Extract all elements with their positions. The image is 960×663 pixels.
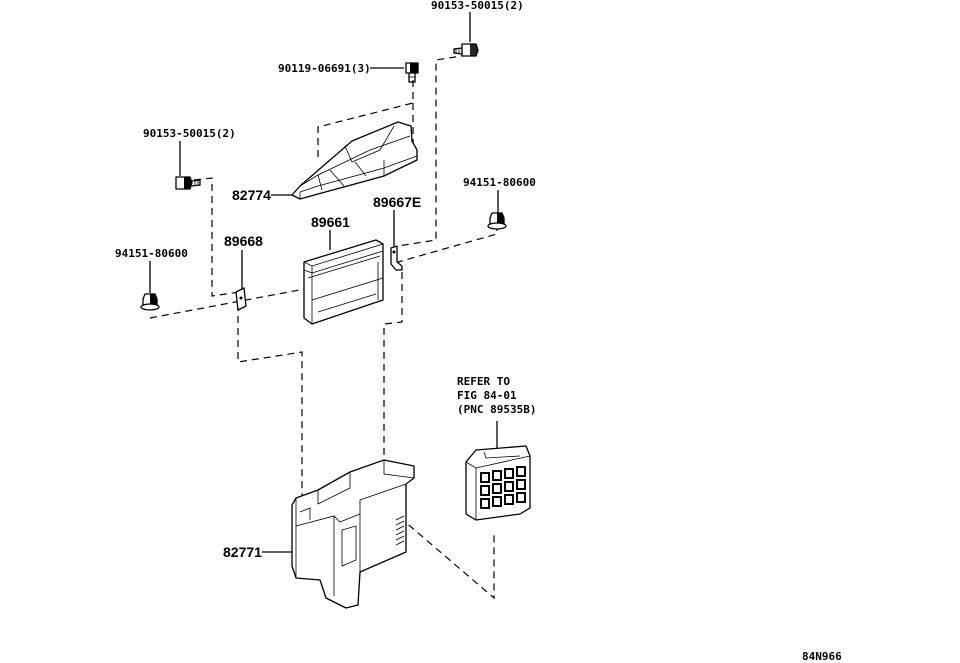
label-nut-right[interactable]: 94151-80600 xyxy=(463,176,536,189)
ecu-cover-icon[interactable] xyxy=(291,121,418,200)
connector-cell-hole xyxy=(506,483,512,490)
connector-cell-hole xyxy=(494,485,500,492)
bracket-left-icon[interactable] xyxy=(235,287,247,311)
nut-icon[interactable] xyxy=(140,293,160,311)
figure-code: 84N966 xyxy=(802,650,842,663)
connector-cell-hole xyxy=(506,470,512,477)
connector-cell-hole xyxy=(494,498,500,505)
label-refer-1: REFER TO xyxy=(457,375,510,388)
bolt-icon[interactable] xyxy=(405,62,419,83)
connector-cell-hole xyxy=(518,481,524,488)
connector-cell-hole xyxy=(518,494,524,501)
label-nut-left[interactable]: 94151-80600 xyxy=(115,247,188,260)
label-refer-2: FIG 84-01 xyxy=(457,389,517,402)
label-cover[interactable]: 82774 xyxy=(232,187,271,203)
label-bracket-left[interactable]: 89668 xyxy=(224,233,263,249)
label-bracket-right[interactable]: 89667E xyxy=(373,194,421,210)
label-bolt-top[interactable]: 90153-50015(2) xyxy=(431,0,524,12)
label-bolt-mid[interactable]: 90119-06691(3) xyxy=(278,62,371,75)
label-refer-3: (PNC 89535B) xyxy=(457,403,536,416)
label-ecu[interactable]: 89661 xyxy=(311,214,350,230)
bolt-icon[interactable] xyxy=(175,176,201,190)
bolt-icon[interactable] xyxy=(453,43,479,57)
label-bolt-left[interactable]: 90153-50015(2) xyxy=(143,127,236,140)
connector-module-icon[interactable] xyxy=(465,445,531,521)
connector-cell-hole xyxy=(482,474,488,481)
connector-cell-hole xyxy=(482,500,488,507)
connector-cell-hole xyxy=(482,487,488,494)
connector-cell-hole xyxy=(506,496,512,503)
connector-cell-hole xyxy=(518,468,524,475)
label-box[interactable]: 82771 xyxy=(223,544,262,560)
connector-cell-hole xyxy=(494,472,500,479)
nut-icon[interactable] xyxy=(487,212,507,230)
ecu-module-icon[interactable] xyxy=(303,239,384,325)
relay-box-icon[interactable] xyxy=(291,459,415,609)
bracket-right-icon[interactable] xyxy=(390,245,403,271)
